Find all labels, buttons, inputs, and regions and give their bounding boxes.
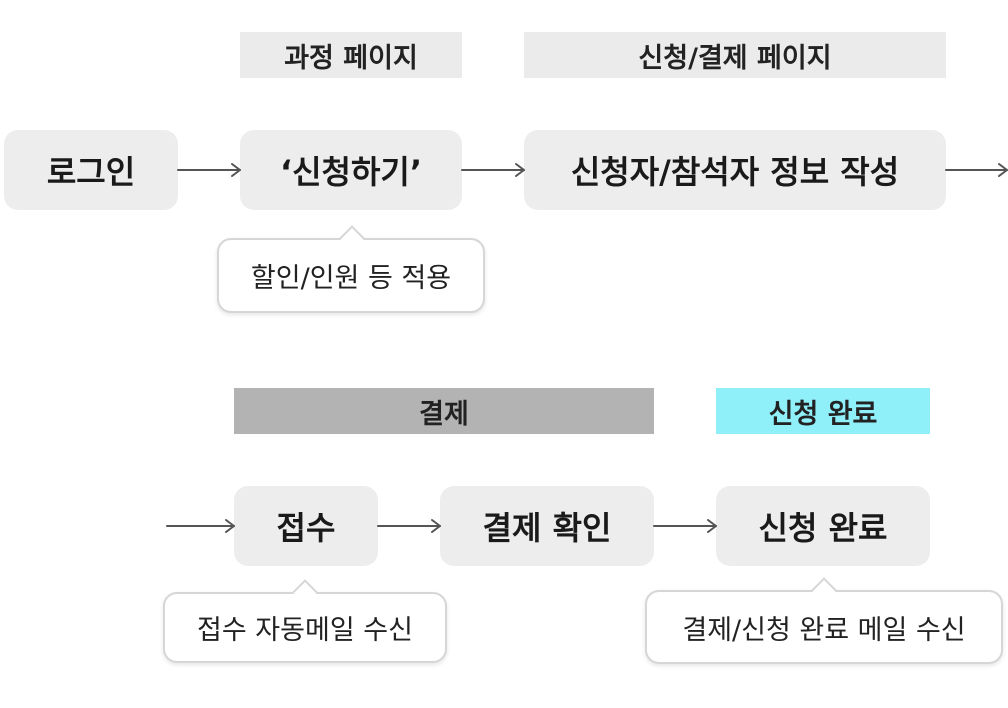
arrow-login-to-apply	[177, 163, 241, 177]
discount-note-text: 할인/인원 등 적용	[250, 263, 452, 294]
login-step: 로그인	[4, 130, 178, 210]
discount-note: 할인/인원 등 적용	[217, 225, 485, 313]
complete-step: 신청 완료	[716, 486, 930, 566]
complete-header: 신청 완료	[716, 388, 930, 434]
payment-header: 결제	[234, 388, 654, 434]
apply-payment-page-header: 신청/결제 페이지	[524, 32, 946, 78]
receipt-step: 접수	[234, 486, 378, 566]
callout-pointer	[292, 579, 318, 605]
course-page-header: 과정 페이지	[240, 32, 462, 78]
callout-pointer	[811, 577, 837, 603]
arrow-receipt-to-payment	[377, 519, 441, 533]
complete-mail-note-text: 결제/신청 완료 메일 수신	[682, 614, 966, 646]
arrow-info-continue	[945, 163, 1008, 177]
arrow-payment-to-complete	[653, 519, 717, 533]
callout-pointer	[339, 225, 365, 251]
receipt-mail-note-text: 접수 자동메일 수신	[197, 615, 413, 646]
apply-button-step: ‘신청하기’	[240, 130, 462, 210]
arrow-apply-to-info	[461, 163, 525, 177]
receipt-mail-note: 접수 자동메일 수신	[163, 579, 447, 663]
applicant-info-step: 신청자/참석자 정보 작성	[524, 130, 946, 210]
payment-confirm-step: 결제 확인	[440, 486, 654, 566]
complete-mail-note: 결제/신청 완료 메일 수신	[645, 577, 1003, 664]
arrow-continue-to-receipt	[166, 519, 235, 533]
